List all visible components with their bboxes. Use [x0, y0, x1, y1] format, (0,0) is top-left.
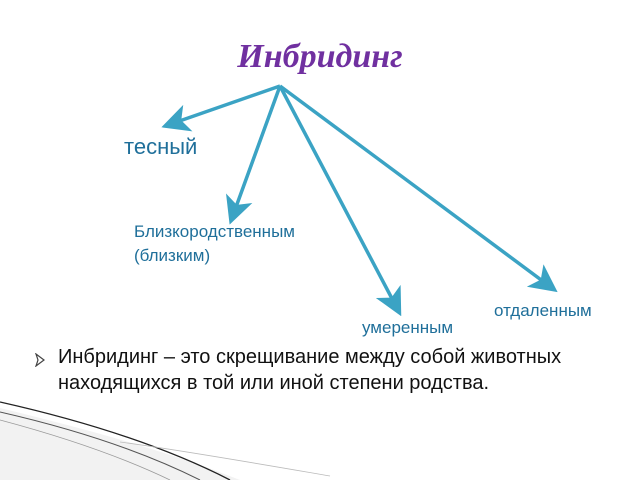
- arrow-to-distant: [278, 84, 558, 293]
- arrow-to-moderate: [278, 85, 402, 317]
- arrow-to-close: [226, 85, 282, 225]
- node-distant: отдаленным: [494, 301, 592, 320]
- definition-text: Инбридинг – это скрещивание между собой …: [58, 346, 562, 394]
- node-moderate: умеренным: [362, 318, 454, 337]
- arrow-to-tight: [161, 84, 281, 132]
- hollow-arrow-bullet-icon: [34, 352, 46, 368]
- decorative-swoosh: [0, 401, 331, 480]
- node-tight: тесный: [124, 134, 198, 159]
- definition-bullet: Инбридинг – это скрещивание между собой …: [34, 344, 594, 396]
- node-close-kin: Близкородственным (близким): [134, 220, 295, 268]
- diagram-title: Инбридинг: [237, 38, 403, 75]
- node-close-line1: Близкородственным: [134, 222, 295, 241]
- node-close-line2: (близким): [134, 246, 211, 265]
